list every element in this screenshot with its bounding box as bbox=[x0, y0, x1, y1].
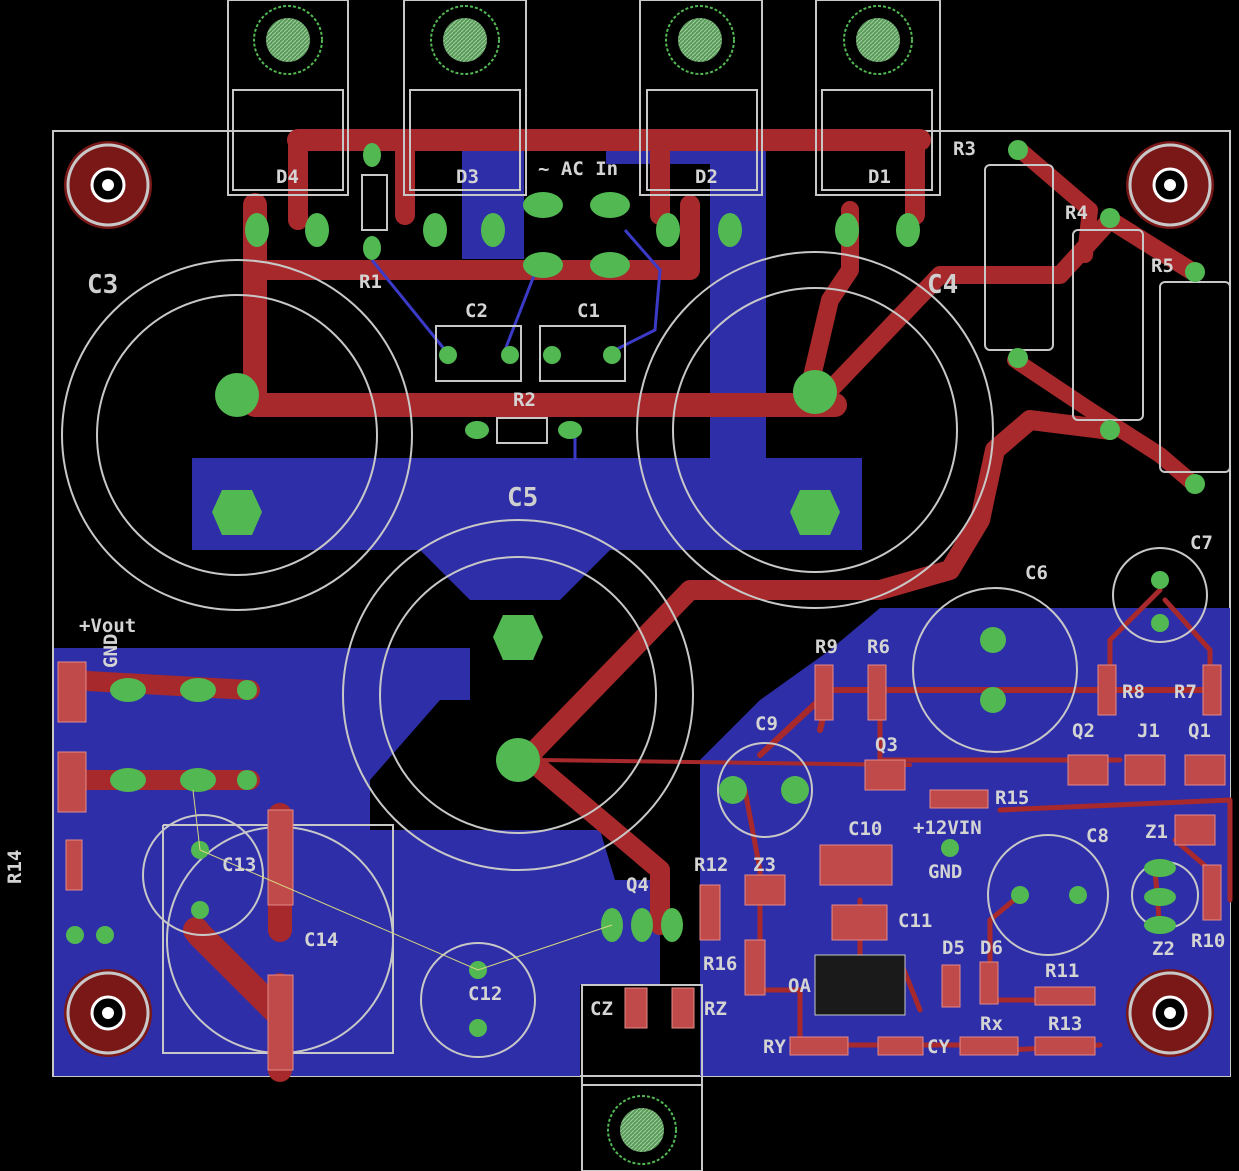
through-hole-pads bbox=[66, 140, 1205, 1037]
bottom-thin-traces bbox=[370, 229, 662, 460]
airwires bbox=[192, 789, 613, 971]
smd-pads bbox=[57, 661, 1226, 1071]
mounting-holes bbox=[64, 5, 1214, 1165]
silkscreen-outlines bbox=[61, 0, 1231, 1171]
